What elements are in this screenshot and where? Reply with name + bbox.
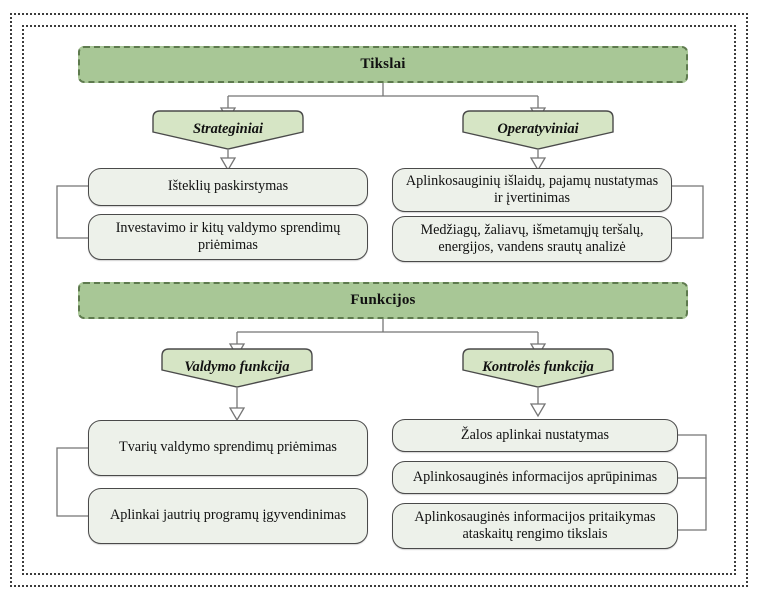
item-text: Aplinkosauginių išlaidų, pajamų nustatym… [405,172,659,206]
outer-dotted-frame [10,13,748,587]
item-box-valdymo-2[interactable]: Aplinkai jautrių programų įgyvendinimas [88,488,368,544]
item-box-kontroles-3[interactable]: Aplinkosauginės informacijos pritaikymas… [392,503,678,549]
item-box-strateginiai-2[interactable]: Investavimo ir kitų valdymo sprendimų pr… [88,214,368,260]
pentagon-strateginiai[interactable]: Strateginiai [152,110,304,150]
header-label-funkcijos: Funkcijos [350,292,416,308]
item-text: Tvarių valdymo sprendimų priėmimas [119,439,337,456]
item-text: Medžiagų, žaliavų, išmetamųjų teršalų, e… [420,221,644,255]
item-box-valdymo-1[interactable]: Tvarių valdymo sprendimų priėmimas [88,420,368,476]
pentagon-valdymo-funkcija[interactable]: Valdymo funkcija [161,348,313,388]
item-box-strateginiai-1[interactable]: Išteklių paskirstymas [88,168,368,206]
item-text: Išteklių paskirstymas [167,178,289,195]
header-bar-funkcijos[interactable]: Funkcijos [78,282,688,319]
header-label-tikslai: Tikslai [360,56,406,72]
header-bar-tikslai[interactable]: Tikslai [78,46,688,83]
item-box-kontroles-1[interactable]: Žalos aplinkai nustatymas [392,419,678,452]
item-text: Aplinkosauginės informacijos aprūpinimas [412,468,658,485]
item-text: Investavimo ir kitų valdymo sprendimų pr… [115,219,341,253]
pentagon-kontroles-funkcija[interactable]: Kontrolės funkcija [462,348,614,388]
pentagon-operatyviniai[interactable]: Operatyviniai [462,110,614,150]
inner-dotted-frame [22,25,736,575]
item-box-kontroles-2[interactable]: Aplinkosauginės informacijos aprūpinimas [392,461,678,494]
item-box-operatyviniai-2[interactable]: Medžiagų, žaliavų, išmetamųjų teršalų, e… [392,216,672,262]
item-text: Žalos aplinkai nustatymas [460,426,610,443]
item-box-operatyviniai-1[interactable]: Aplinkosauginių išlaidų, pajamų nustatym… [392,168,672,212]
item-text: Aplinkosauginės informacijos pritaikymas… [414,508,656,542]
item-text: Aplinkai jautrių programų įgyvendinimas [109,507,347,524]
